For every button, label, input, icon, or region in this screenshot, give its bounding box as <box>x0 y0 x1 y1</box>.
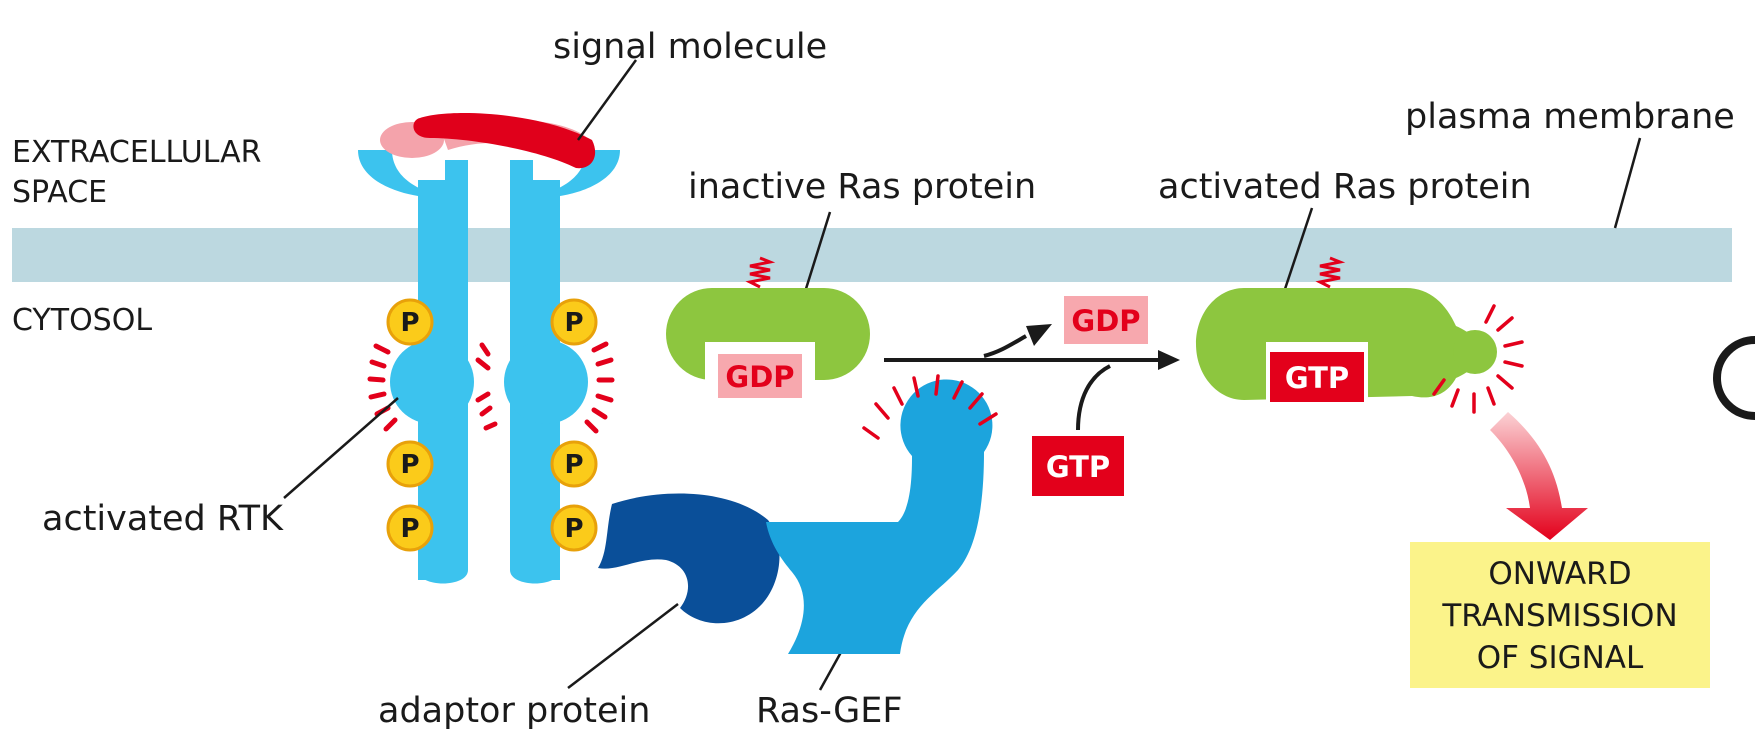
svg-text:P: P <box>400 308 419 338</box>
phosphate-group: P <box>386 504 434 552</box>
phosphate-group: P <box>550 298 598 346</box>
activated-ras-label: activated Ras protein <box>1158 167 1532 207</box>
svg-text:P: P <box>564 308 583 338</box>
ras-gef-activation-marks <box>862 374 998 440</box>
onward-arrow <box>1490 412 1588 540</box>
exchange-arrowhead <box>1158 350 1180 370</box>
svg-text:P: P <box>400 514 419 544</box>
adaptor-protein-label: adaptor protein <box>378 691 650 731</box>
activated-ras-marks <box>1432 304 1524 414</box>
signal-molecule <box>380 113 596 169</box>
ras-gef <box>766 379 993 654</box>
adaptor-protein <box>598 493 780 624</box>
cytosol-label: CYTOSOL <box>12 303 152 338</box>
phosphate-group: P <box>550 440 598 488</box>
gdp-bound: GDP <box>718 354 802 398</box>
inactive-ras-label: inactive Ras protein <box>688 167 1036 207</box>
phosphate-group: P <box>386 440 434 488</box>
svg-text:OF SIGNAL: OF SIGNAL <box>1477 640 1644 676</box>
kinase-activation-marks <box>367 341 615 434</box>
svg-text:TRANSMISSION: TRANSMISSION <box>1441 598 1677 634</box>
gdp-release-arrowhead <box>1026 324 1052 346</box>
receptor-tyrosine-kinase <box>358 150 620 584</box>
plasma-membrane <box>12 228 1732 282</box>
svg-text:GTP: GTP <box>1285 361 1349 395</box>
plasma-membrane-label: plasma membrane <box>1405 97 1735 137</box>
edge-fragment <box>1713 336 1755 420</box>
gtp-bound: GTP <box>1270 352 1364 402</box>
gtp-incoming: GTP <box>1032 436 1124 496</box>
svg-text:P: P <box>564 514 583 544</box>
onward-transmission-box: ONWARD TRANSMISSION OF SIGNAL <box>1410 542 1710 688</box>
svg-text:ONWARD: ONWARD <box>1488 556 1631 592</box>
svg-text:GDP: GDP <box>1071 304 1140 338</box>
activated-rtk-label: activated RTK <box>42 499 284 539</box>
ras-gef-label: Ras-GEF <box>756 691 903 731</box>
signal-molecule-label: signal molecule <box>553 27 827 67</box>
phosphate-group: P <box>550 504 598 552</box>
svg-text:P: P <box>400 450 419 480</box>
svg-text:GDP: GDP <box>725 360 794 394</box>
phosphate-group: P <box>386 298 434 346</box>
exchange-arrow <box>884 334 1162 431</box>
extracellular-label-line2: SPACE <box>12 175 107 210</box>
svg-text:P: P <box>564 450 583 480</box>
extracellular-label-line1: EXTRACELLULAR <box>12 135 262 170</box>
svg-text:GTP: GTP <box>1046 450 1110 484</box>
gdp-released: GDP <box>1064 296 1148 344</box>
